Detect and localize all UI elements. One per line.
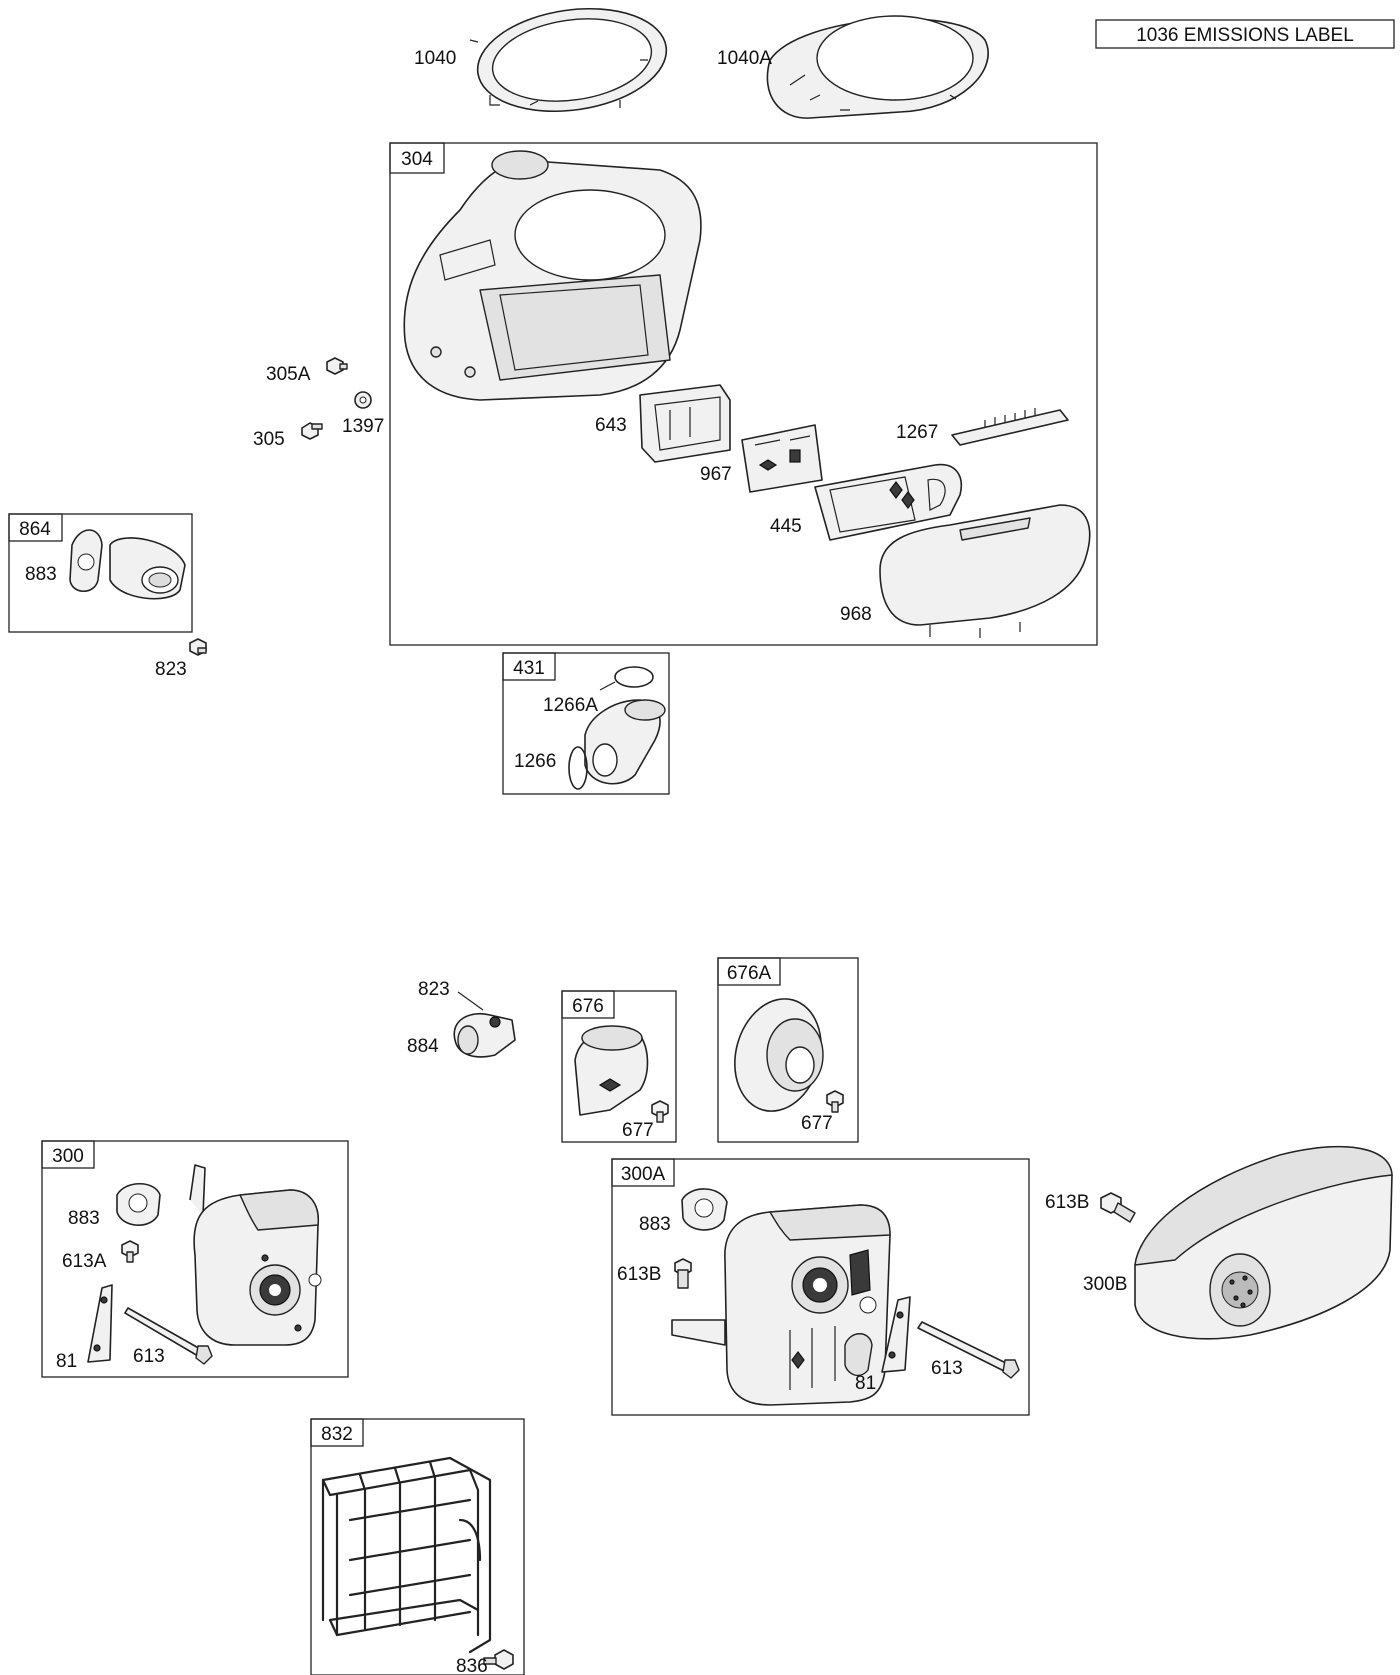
label-613B-c: 613B [1045, 1192, 1089, 1213]
part-613A-screw[interactable] [121, 1240, 139, 1263]
label-836: 836 [456, 1656, 488, 1675]
emissions-label-box[interactable]: 1036 EMISSIONS LABEL [1095, 19, 1395, 49]
part-305A-screw[interactable] [326, 357, 348, 375]
group-label-864: 864 [19, 519, 51, 540]
group-864-box: 864 [8, 513, 193, 633]
label-1040A: 1040A [717, 48, 772, 69]
part-613-bolt-a[interactable] [124, 1307, 213, 1365]
part-81-plate-a[interactable] [87, 1284, 113, 1363]
part-300-muffler[interactable] [189, 1164, 322, 1346]
part-677-screw-a[interactable] [651, 1100, 669, 1123]
group-676-box: 676 [561, 990, 677, 1143]
part-836-screw[interactable] [483, 1649, 514, 1670]
part-1040A-shroud-plate[interactable] [766, 15, 989, 119]
group-label-304: 304 [401, 149, 433, 170]
label-613A-a: 613A [62, 1251, 107, 1272]
part-613B-screw-b[interactable] [674, 1258, 692, 1289]
label-305A: 305A [266, 364, 311, 385]
label-677-b: 677 [801, 1113, 833, 1134]
label-445: 445 [770, 516, 802, 537]
label-81-a: 81 [56, 1351, 77, 1372]
label-1267: 1267 [896, 422, 938, 443]
label-883-c: 883 [639, 1214, 671, 1235]
label-613B-b: 613B [617, 1264, 661, 1285]
part-1267-strip[interactable] [951, 408, 1069, 446]
part-677-screw-b[interactable] [826, 1090, 844, 1113]
label-1266: 1266 [514, 751, 556, 772]
group-431-box: 431 [502, 652, 670, 795]
part-883-gasket-c[interactable] [681, 1188, 728, 1231]
group-label-676A: 676A [727, 963, 772, 984]
label-81-b: 81 [855, 1373, 876, 1394]
label-1266A: 1266A [543, 695, 598, 716]
label-305: 305 [253, 429, 285, 450]
group-label-300: 300 [52, 1146, 84, 1167]
part-300B-muffler[interactable] [1134, 1146, 1393, 1340]
group-label-676: 676 [572, 996, 604, 1017]
label-823-a: 823 [155, 659, 187, 680]
part-81-plate-b[interactable] [881, 1296, 911, 1373]
part-832-muffler-guard[interactable] [321, 1456, 492, 1654]
part-305-screw[interactable] [301, 422, 323, 440]
part-967-decal[interactable] [741, 424, 823, 493]
group-676A-box: 676A [717, 957, 859, 1143]
label-884: 884 [407, 1036, 439, 1057]
part-1397-washer[interactable] [354, 391, 372, 409]
part-1040-shroud-ring[interactable] [469, 0, 673, 123]
part-883-gasket-a[interactable] [69, 529, 103, 593]
part-613-bolt-b[interactable] [917, 1321, 1020, 1379]
label-968: 968 [840, 604, 872, 625]
label-823-b: 823 [418, 979, 450, 1000]
label-300B: 300B [1083, 1274, 1127, 1295]
label-883-a: 883 [25, 564, 57, 585]
label-613-a: 613 [133, 1346, 165, 1367]
part-613B-screw-c[interactable] [1100, 1192, 1136, 1223]
part-1266-oring[interactable] [568, 746, 588, 790]
group-300A-box: 300A [611, 1158, 1030, 1416]
emissions-label-text: 1036 EMISSIONS LABEL [1136, 25, 1354, 46]
label-677-a: 677 [622, 1120, 654, 1141]
part-643-bracket[interactable] [639, 384, 731, 463]
part-884-clamp[interactable] [453, 1013, 516, 1058]
part-823-screw-a[interactable] [189, 638, 207, 656]
label-643: 643 [595, 415, 627, 436]
label-883-b: 883 [68, 1208, 100, 1229]
label-967: 967 [700, 464, 732, 485]
group-label-832: 832 [321, 1424, 353, 1445]
part-883-gasket-b[interactable] [116, 1182, 161, 1226]
part-431-intake-elbow[interactable] [584, 699, 666, 785]
part-864-exhaust-adapter[interactable] [109, 537, 186, 600]
label-1397: 1397 [342, 416, 384, 437]
group-label-431: 431 [513, 658, 545, 679]
part-300A-muffler[interactable] [671, 1204, 891, 1406]
part-1266A-oring[interactable] [614, 666, 654, 688]
group-300-box: 300 [41, 1140, 349, 1378]
part-676A-spark-arrester[interactable] [723, 989, 834, 1121]
part-blower-housing[interactable] [403, 150, 702, 401]
group-304-box: 304 [389, 142, 1098, 646]
label-613-b: 613 [931, 1358, 963, 1379]
label-1040: 1040 [414, 48, 456, 69]
part-968-air-cover[interactable] [879, 504, 1091, 638]
group-832-box: 832 [310, 1418, 525, 1675]
part-445-filter-frame[interactable] [814, 463, 962, 541]
part-676-deflector[interactable] [574, 1025, 649, 1116]
group-label-300A: 300A [621, 1164, 666, 1185]
